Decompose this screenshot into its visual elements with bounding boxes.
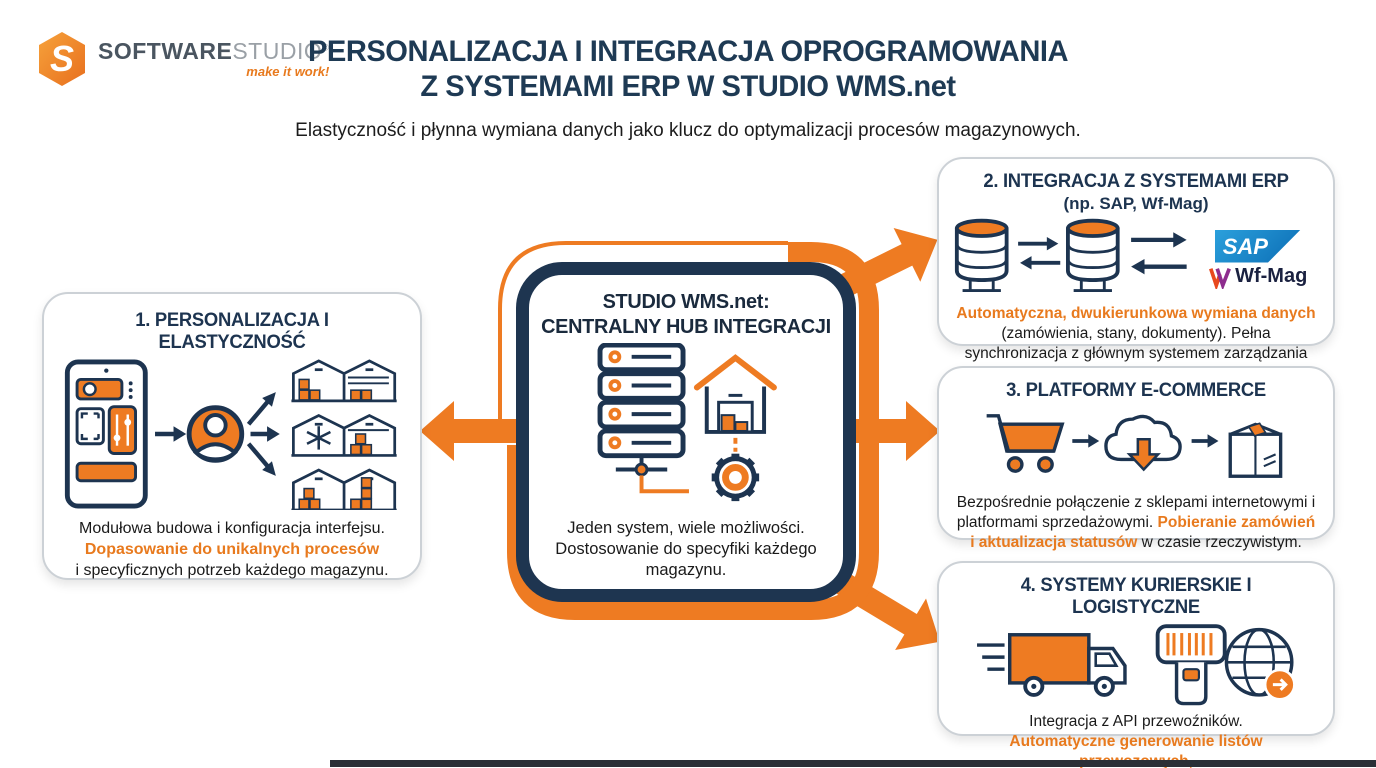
sap-logo: SAP [1214, 229, 1301, 263]
courier-icons [977, 624, 1296, 706]
cloud-download-icon [1104, 414, 1182, 472]
hub-icons [597, 342, 777, 502]
hub-frame-thin [498, 241, 788, 428]
tablet-icon [64, 359, 148, 509]
ecommerce-title: 3. PLATFORMY E-COMMERCE [1006, 380, 1266, 401]
erp-logos: SAP Wf-Mag [1196, 229, 1319, 289]
warehouse-icon-cold [290, 414, 399, 457]
erp-sync-icons [954, 218, 1187, 293]
personalization-text-highlight: Dopasowanie do unikalnych procesów [84, 540, 380, 558]
erp-title: 2. INTEGRACJA Z SYSTEMAMI ERP [983, 171, 1289, 192]
ecommerce-icons [986, 414, 1283, 478]
flow-arrow-icon [1072, 434, 1100, 448]
ecommerce-text-highlight: Pobieranie zamówień i aktualizacja statu… [970, 514, 1316, 552]
logo-text-light: STUDIO [232, 38, 323, 64]
personalization-box: 1. PERSONALIZACJA I ELASTYCZNOŚĆ [42, 292, 422, 580]
user-icon [186, 405, 245, 463]
erp-text: Automatyczna, dwukierunkowa wymiana dany… [953, 304, 1319, 385]
logo-text-bold: SOFTWARE [98, 38, 233, 64]
page-subtitle: Elastyczność i płynna wymiana danych jak… [295, 120, 1081, 141]
warehouse-icon-3 [290, 468, 399, 512]
courier-box: 4. SYSTEMY KURIERSKIE I LOGISTYCZNE [937, 561, 1335, 768]
database-icon-2 [1065, 218, 1120, 293]
title-line-2: Z SYSTEMAMI ERP W STUDIO WMS.net [420, 70, 956, 104]
ecommerce-text: Bezpośrednie połączenie z sklepami inter… [953, 493, 1319, 553]
wfmag-label: Wf-Mag [1235, 265, 1308, 287]
erp-box: 2. INTEGRACJA Z SYSTEMAMI ERP (np. SAP, … [937, 157, 1335, 382]
hexagon-s-icon: S [39, 32, 85, 86]
personalization-text-2: i specyficznych potrzeb każdego magazynu… [75, 561, 389, 579]
warehouse-hub-icon [693, 354, 777, 452]
sync-arrows-large [1131, 232, 1187, 275]
hub-title-line-2: CENTRALNY HUB INTEGRACJI [541, 315, 831, 338]
page-title: PERSONALIZACJA I INTEGRACJA OPROGRAMOWAN… [238, 34, 1138, 105]
truck-icon [977, 633, 1127, 697]
hub-frame-thick [507, 242, 879, 620]
hub-title-line-1: STUDIO WMS.net: [602, 290, 770, 313]
hub-arrow-personalization [420, 401, 562, 461]
courier-text-1: Integracja z API przewoźników. [1029, 713, 1243, 730]
softwarestudio-logo: S SOFTWARESTUDIO® make it work! [36, 30, 329, 88]
courier-title: 4. SYSTEMY KURIERSKIE I LOGISTYCZNE [1020, 575, 1252, 618]
personalization-text-1: Modułowa budowa i konfiguracja interfejs… [79, 520, 385, 537]
globe-icon [1224, 627, 1296, 701]
flow-arrow-icon [155, 426, 187, 442]
wfmag-mark-icon [1209, 267, 1232, 289]
sync-arrows-small [1018, 236, 1061, 270]
personalization-text: Modułowa budowa i konfiguracja interfejs… [58, 519, 406, 581]
ecommerce-text-2: w czasie rzeczywistym. [1137, 534, 1302, 552]
gear-icon [711, 453, 760, 502]
ecommerce-text-1: Bezpośrednie połączenie z sklepami inter… [956, 494, 1316, 532]
personalization-title: 1. PERSONALIZACJA I ELASTYCZNOŚĆ [135, 310, 329, 353]
bottom-divider-bar [330, 760, 1376, 767]
server-stack-icon [597, 342, 689, 494]
title-line-1: PERSONALIZACJA I INTEGRACJA OPROGRAMOWAN… [308, 35, 1068, 68]
erp-subtitle: (np. SAP, Wf-Mag) [1063, 194, 1209, 213]
package-icon [1228, 422, 1283, 478]
hub-title: STUDIO WMS.net: CENTRALNY HUB INTEGRACJI [534, 289, 839, 339]
ecommerce-box: 3. PLATFORMY E-COMMERCE [937, 366, 1335, 551]
erp-text-highlight: Automatyczna, dwukierunkowa wymiana dany… [956, 305, 1316, 322]
logo-wordmark: SOFTWARESTUDIO® make it work! [98, 38, 330, 79]
branch-arrows-icon [246, 392, 280, 476]
personalization-icons [64, 359, 399, 512]
barcode-scanner-icon [1155, 624, 1227, 706]
wfmag-logo: Wf-Mag [1208, 265, 1307, 289]
registered-mark: ® [322, 42, 330, 53]
warehouse-icon-1 [290, 359, 399, 403]
logo-tagline: make it work! [246, 64, 330, 79]
hub-arrow-ecommerce [848, 401, 940, 461]
flow-arrow-icon-2 [1191, 434, 1219, 448]
database-icon-1 [954, 218, 1009, 293]
svg-text:S: S [50, 38, 74, 79]
cart-icon [986, 414, 1065, 473]
hub-description: Jeden system, wiele możliwości. Dostosow… [555, 519, 817, 580]
central-hub-box: STUDIO WMS.net: CENTRALNY HUB INTEGRACJI [516, 262, 856, 602]
